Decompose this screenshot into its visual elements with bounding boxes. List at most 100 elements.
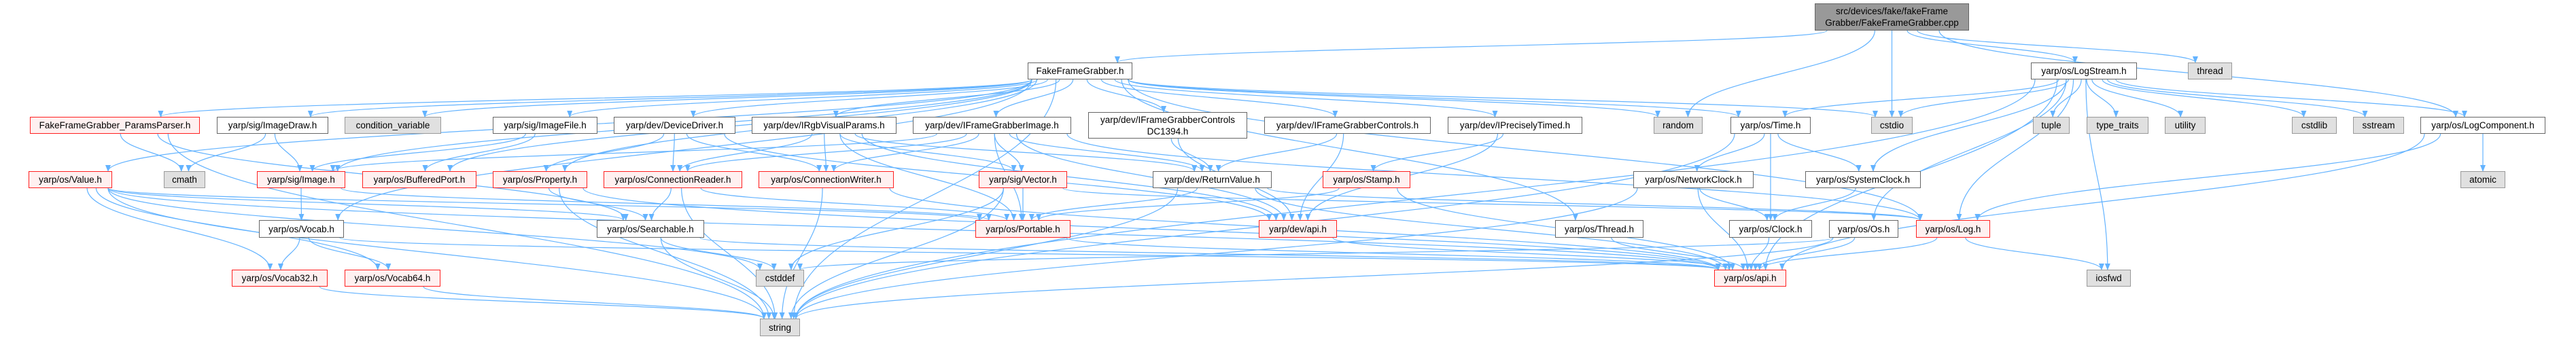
node-label: yarp/os/Vocab.h (268, 223, 334, 234)
node-label: yarp/os/Time.h (1740, 120, 1801, 130)
edge-property-to-osapi (582, 187, 1721, 270)
node-label: yarp/sig/Vector.h (989, 175, 1057, 185)
node-imagedraw[interactable]: yarp/sig/ImageDraw.h (217, 117, 328, 134)
edge-devicedriver-to-property (543, 133, 665, 172)
node-stamp[interactable]: yarp/os/Stamp.h (1323, 171, 1410, 188)
node-networkclock[interactable]: yarp/os/NetworkClock.h (1633, 171, 1754, 188)
node-threadh[interactable]: yarp/os/Thread.h (1555, 220, 1643, 238)
node-osapi[interactable]: yarp/os/api.h (1714, 270, 1786, 287)
edge-fgimage-to-log (1066, 133, 1923, 221)
node-imagefile[interactable]: yarp/sig/ImageFile.h (493, 117, 597, 134)
node-label: string (768, 322, 791, 333)
node-label: yarp/os/ConnectionWriter.h (771, 175, 882, 185)
edge-value-to-cstddef (107, 187, 763, 270)
edge-src-to-thread (1917, 30, 2198, 63)
edge-searchable-to-cstddef (660, 237, 777, 270)
node-logstream[interactable]: yarp/os/LogStream.h (2031, 62, 2137, 79)
node-cmath[interactable]: cmath (164, 171, 205, 188)
node-vocab[interactable]: yarp/os/Vocab.h (259, 220, 344, 238)
node-vocab64[interactable]: yarp/os/Vocab64.h (345, 270, 440, 287)
node-returnvalue[interactable]: yarp/dev/ReturnValue.h (1153, 171, 1272, 188)
node-utility[interactable]: utility (2165, 117, 2206, 134)
edge-fgcontrols-to-devapi (1297, 133, 1344, 221)
edge-logcomponent-to-osapi (1779, 133, 2425, 270)
node-label: atomic (2469, 175, 2496, 185)
node-label: yarp/sig/Image.h (267, 175, 335, 185)
edge-os-to-string (793, 237, 1834, 319)
node-label: thread (2197, 66, 2223, 76)
edge-os-to-cstddef (797, 237, 1834, 270)
edge-vector-to-cstddef (788, 187, 1004, 270)
node-label: yarp/os/Portable.h (986, 223, 1060, 234)
node-connreader[interactable]: yarp/os/ConnectionReader.h (604, 171, 742, 188)
node-typetraits[interactable]: type_traits (2087, 117, 2148, 134)
node-clock[interactable]: yarp/os/Clock.h (1729, 220, 1812, 238)
edge-src-to-logstream (1907, 30, 2078, 63)
node-rgbvisual[interactable]: yarp/dev/IRgbVisualParams.h (752, 117, 897, 134)
node-os[interactable]: yarp/os/Os.h (1829, 220, 1898, 238)
edge-ffg-to-threadh (1121, 79, 1578, 221)
node-log[interactable]: yarp/os/Log.h (1916, 220, 1990, 238)
node-condvar[interactable]: condition_variable (345, 117, 441, 134)
node-thread[interactable]: thread (2188, 62, 2232, 79)
node-atomic[interactable]: atomic (2460, 171, 2505, 188)
edge-ffg-to-imagedraw (308, 79, 1032, 118)
node-systemclock[interactable]: yarp/os/SystemClock.h (1805, 171, 1921, 188)
node-vocab32[interactable]: yarp/os/Vocab32.h (232, 270, 328, 287)
edge-connreader-to-portable (700, 187, 1010, 221)
edge-ffg-to-random (1127, 79, 1660, 118)
node-vector[interactable]: yarp/sig/Vector.h (979, 171, 1067, 188)
node-property[interactable]: yarp/os/Property.h (493, 171, 587, 188)
edge-rgbvisual-to-portable (839, 133, 1017, 221)
node-label: type_traits (2096, 120, 2139, 130)
node-random[interactable]: random (1654, 117, 1703, 134)
edge-property-to-searchable (548, 187, 648, 221)
edge-ffg-to-bufferedport (447, 79, 1032, 172)
node-label: random (1663, 120, 1694, 130)
node-fgimage[interactable]: yarp/dev/IFrameGrabberImage.h (913, 117, 1071, 134)
node-label: utility (2174, 120, 2196, 130)
node-searchable[interactable]: yarp/os/Searchable.h (597, 220, 704, 238)
node-cstdlib[interactable]: cstdlib (2292, 117, 2337, 134)
edge-systemclock-to-clock (1772, 187, 1856, 221)
node-portable[interactable]: yarp/os/Portable.h (975, 220, 1071, 238)
node-value[interactable]: yarp/os/Value.h (29, 171, 112, 188)
edge-rgbvisual-to-devapi (861, 133, 1279, 221)
node-devicedriver[interactable]: yarp/dev/DeviceDriver.h (614, 117, 735, 134)
edge-logstream-to-systemclock (1870, 79, 2067, 172)
node-time[interactable]: yarp/os/Time.h (1730, 117, 1811, 134)
edge-imagedraw-to-image (274, 133, 303, 172)
node-sstream[interactable]: sstream (2353, 117, 2404, 134)
edge-connreader-to-string (681, 187, 778, 319)
node-label: FakeFrameGrabber_ParamsParser.h (39, 120, 191, 130)
node-image[interactable]: yarp/sig/Image.h (257, 171, 345, 188)
edge-logstream-to-tuple (2050, 79, 2082, 118)
node-precisely[interactable]: yarp/dev/IPreciselyTimed.h (1448, 117, 1582, 134)
node-label: yarp/dev/IRgbVisualParams.h (763, 120, 885, 130)
node-label: yarp/os/Value.h (39, 175, 102, 185)
node-params[interactable]: FakeFrameGrabber_ParamsParser.h (30, 117, 200, 134)
node-bufferedport[interactable]: yarp/os/BufferedPort.h (362, 171, 476, 188)
node-dc1394[interactable]: yarp/dev/IFrameGrabberControls DC1394.h (1088, 112, 1247, 139)
node-label: yarp/os/Os.h (1837, 223, 1890, 234)
node-cstdio[interactable]: cstdio (1871, 117, 1913, 134)
edge-log-to-iosfwd (1965, 237, 2104, 270)
node-src[interactable]: src/devices/fake/fakeFrame Grabber/FakeF… (1815, 3, 1969, 31)
edge-fgimage-to-vector (994, 133, 1024, 172)
node-string[interactable]: string (760, 319, 800, 336)
edge-src-to-ffg (1115, 30, 1828, 63)
node-label: FakeFrameGrabber.h (1036, 66, 1124, 76)
node-label: yarp/os/LogComponent.h (2431, 120, 2535, 130)
node-connwriter[interactable]: yarp/os/ConnectionWriter.h (759, 171, 894, 188)
node-label: yarp/os/LogStream.h (2041, 66, 2127, 76)
node-devapi[interactable]: yarp/dev/api.h (1259, 220, 1337, 238)
node-ffg[interactable]: FakeFrameGrabber.h (1028, 62, 1132, 79)
node-logcomponent[interactable]: yarp/os/LogComponent.h (2420, 117, 2545, 134)
edge-value-to-searchable (107, 187, 626, 221)
node-iosfwd[interactable]: iosfwd (2087, 270, 2131, 287)
node-cstddef[interactable]: cstddef (756, 270, 804, 287)
node-fgcontrols[interactable]: yarp/dev/IFrameGrabberControls.h (1264, 117, 1431, 134)
node-tuple[interactable]: tuple (2033, 117, 2070, 134)
node-label: cstdlib (2301, 120, 2328, 130)
